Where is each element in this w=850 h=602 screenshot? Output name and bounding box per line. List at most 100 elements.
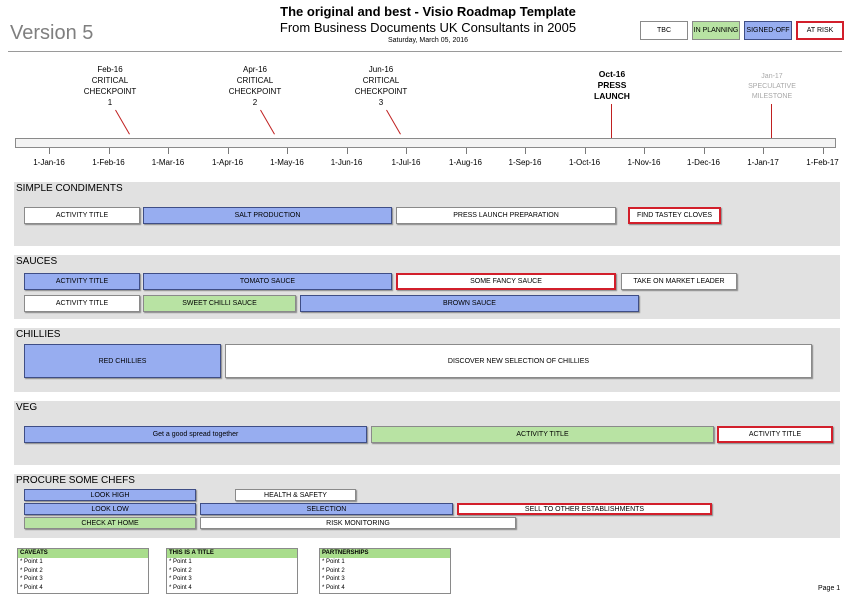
activity-bar[interactable]: SOME FANCY SAUCE (396, 273, 616, 290)
activity-bar[interactable]: FIND TASTEY CLOVES (628, 207, 721, 224)
milestone-connector (771, 104, 772, 141)
activity-bar[interactable]: BROWN SAUCE (300, 295, 639, 312)
note-title: THIS IS A TITLE (167, 549, 297, 558)
note-point: * Point 2 (169, 567, 192, 574)
milestone-connector (260, 109, 275, 135)
swimlane-title: VEG (16, 402, 38, 413)
note-point: * Point 4 (20, 584, 43, 591)
activity-bar[interactable]: TAKE ON MARKET LEADER (621, 273, 737, 290)
milestone-line: CHECKPOINT (354, 87, 408, 96)
activity-bar[interactable]: RED CHILLIES (24, 344, 221, 378)
note-title: CAVEATS (18, 549, 148, 558)
activity-bar[interactable]: PRESS LAUNCH PREPARATION (396, 207, 616, 224)
milestone-line: CHECKPOINT (228, 87, 282, 96)
milestone-5: Jan-17 SPECULATIVE MILESTONE (732, 72, 812, 102)
timeline-tick (227, 148, 229, 154)
timeline-tick (406, 148, 407, 154)
timeline-tick (49, 148, 50, 154)
note-point: * Point 3 (322, 576, 345, 582)
note-point: * Point 3 (169, 576, 192, 582)
note-this-is-a-title: THIS IS A TITLE * Point 1 * Point 2 * Po… (166, 548, 298, 594)
legend-at-risk: AT RISK (796, 21, 844, 40)
milestone-4: Oct-16 PRESS LAUNCH (572, 69, 652, 102)
timeline-tick (644, 148, 645, 154)
milestone-line: MILESTONE (751, 93, 793, 100)
milestone-date: Jan-17 (761, 73, 783, 80)
timeline-tick-label: 1-Jun-16 (330, 158, 363, 167)
timeline-tick-label: 1-May-16 (270, 158, 304, 167)
version-label: Version 5 (10, 22, 94, 44)
milestone-1: Feb-16 CRITICAL CHECKPOINT 1 (70, 64, 150, 108)
header-divider (8, 51, 842, 52)
activity-bar[interactable]: TOMATO SAUCE (143, 273, 392, 290)
timeline-tick (287, 148, 288, 154)
timeline-bar (15, 138, 836, 148)
activity-bar[interactable]: Get a good spread together (24, 426, 367, 443)
activity-bar[interactable]: SWEET CHILLI SAUCE (143, 295, 296, 312)
timeline-tick-label: 1-Mar-16 (151, 158, 185, 167)
milestone-connector (386, 109, 401, 135)
legend-signed-off: SIGNED-OFF (744, 21, 792, 40)
activity-bar[interactable]: DISCOVER NEW SELECTION OF CHILLIES (225, 344, 812, 378)
milestone-line: CRITICAL (236, 76, 274, 85)
legend-tbc: TBC (640, 21, 688, 40)
swimlane-title: SIMPLE CONDIMENTS (16, 183, 123, 194)
timeline-tick-label: 1-Sep-16 (508, 158, 542, 167)
activity-bar[interactable]: SELECTION (200, 503, 453, 515)
milestone-connector (611, 104, 612, 141)
activity-bar[interactable]: ACTIVITY TITLE (24, 295, 140, 312)
swimlane-title: CHILLIES (16, 329, 61, 340)
timeline-tick-label: 1-Jan-16 (33, 158, 65, 167)
timeline-tick-label: 1-Jul-16 (391, 158, 421, 167)
note-partnerships: PARTNERSHIPS * Point 1 * Point 2 * Point… (319, 548, 451, 594)
page-title: The original and best - Visio Roadmap Te… (280, 4, 576, 19)
milestone-2: Apr-16 CRITICAL CHECKPOINT 2 (215, 64, 295, 108)
timeline-tick-label: 1-Jan-17 (747, 158, 779, 167)
page-date: Saturday, March 05, 2016 (387, 37, 469, 44)
note-point: * Point 4 (322, 584, 345, 591)
timeline-tick-label: 1-Oct-16 (568, 158, 601, 167)
activity-bar[interactable]: LOOK HIGH (24, 489, 196, 501)
milestone-line: 3 (378, 98, 384, 107)
activity-bar[interactable]: ACTIVITY TITLE (717, 426, 833, 443)
timeline-tick (346, 148, 348, 154)
timeline-tick (108, 148, 110, 154)
legend-in-planning: IN PLANNING (692, 21, 740, 40)
note-point: * Point 4 (169, 584, 192, 591)
timeline-tick (525, 148, 526, 154)
activity-bar[interactable]: ACTIVITY TITLE (371, 426, 714, 443)
milestone-line: PRESS (597, 80, 627, 90)
activity-bar[interactable]: CHECK AT HOME (24, 517, 196, 529)
activity-bar[interactable]: RISK MONITORING (200, 517, 516, 529)
timeline-tick-label: 1-Feb-17 (806, 158, 839, 167)
milestone-date: Apr-16 (242, 65, 267, 74)
timeline-tick-label: 1-Nov-16 (627, 158, 661, 167)
activity-bar[interactable]: SELL TO OTHER ESTABLISHMENTS (457, 503, 712, 515)
activity-bar[interactable]: LOOK LOW (24, 503, 196, 515)
swimlane-title: PROCURE SOME CHEFS (16, 475, 135, 486)
timeline-tick (465, 148, 467, 154)
milestone-line: SPECULATIVE (748, 83, 796, 90)
note-point: * Point 1 (20, 559, 43, 565)
timeline-tick-label: 1-Apr-16 (211, 158, 244, 167)
page-number: Page 1 (818, 585, 841, 592)
activity-bar[interactable]: HEALTH & SAFETY (235, 489, 356, 501)
milestone-date: Feb-16 (97, 65, 123, 74)
milestone-line: CRITICAL (362, 76, 400, 85)
swimlane-title: SAUCES (16, 256, 58, 267)
timeline-tick (168, 148, 169, 154)
timeline-tick (822, 148, 824, 154)
timeline-tick-label: 1-Feb-16 (92, 158, 125, 167)
activity-bar[interactable]: ACTIVITY TITLE (24, 207, 140, 224)
note-title: PARTNERSHIPS (320, 549, 450, 558)
milestone-line: 1 (107, 98, 113, 107)
milestone-connector (115, 109, 130, 135)
note-point: * Point 1 (322, 559, 345, 565)
activity-bar[interactable]: SALT PRODUCTION (143, 207, 392, 224)
timeline-tick (763, 148, 764, 154)
activity-bar[interactable]: ACTIVITY TITLE (24, 273, 140, 290)
milestone-date: Jun-16 (368, 65, 394, 74)
milestone-line: CHECKPOINT (83, 87, 137, 96)
note-point: * Point 1 (169, 559, 192, 565)
milestone-line: LAUNCH (594, 91, 630, 101)
